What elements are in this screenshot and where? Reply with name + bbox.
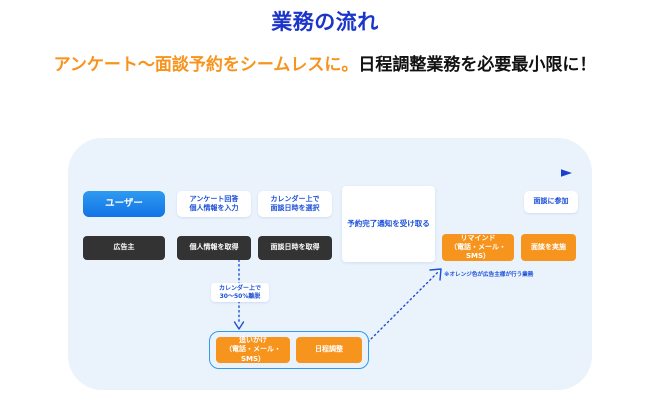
flow-direction-arrow (180, 169, 572, 177)
line1: カレンダー上で (270, 194, 320, 203)
step-remind[interactable]: リマインド （電話・メール・SMS） (442, 234, 514, 261)
step-conduct-interview[interactable]: 面談を実施 (521, 234, 576, 261)
actor-advertiser-box[interactable]: 広告主 (83, 236, 165, 260)
dropoff-rate-tag: カレンダー上で 30〜50%離脱 (211, 283, 269, 302)
line1: カレンダー上で (218, 284, 261, 292)
step-calendar-select-label: カレンダー上で 面談日時を選択 (271, 195, 320, 213)
subtitle-highlight: アンケート〜面談予約をシームレスに。 (53, 55, 359, 75)
orange-legend-note: ※オレンジ色が広告主様が行う業務 (444, 272, 534, 278)
page-title: 業務の流れ (271, 10, 379, 34)
line1: リマインド (460, 233, 496, 242)
line2: 30〜50%離脱 (219, 292, 261, 300)
step-schedule-adjustment[interactable]: 日程調整 (296, 337, 362, 363)
step-remind-label: リマインド （電話・メール・SMS） (442, 234, 514, 262)
line2: 個人情報を入力 (189, 204, 239, 212)
step-followup[interactable]: 追いかけ （電話・メール・SMS） (216, 336, 290, 364)
line2: 面談日時を選択 (270, 204, 320, 212)
actor-user-box[interactable]: ユーザー (83, 191, 165, 217)
line2: （電話・メール・SMS） (225, 345, 281, 363)
step-get-personal-info[interactable]: 個人情報を取得 (177, 236, 251, 260)
followup-to-remind-connector-arrow (367, 268, 442, 343)
subtitle-rest: 日程調整業務を必要最小限に！ (358, 55, 597, 75)
dropoff-rate-tag-label: カレンダー上で 30〜50%離脱 (219, 285, 261, 301)
line1: 追いかけ (239, 336, 267, 345)
line2: （電話・メール・SMS） (450, 242, 506, 261)
page-subtitle: アンケート〜面談予約をシームレスに。日程調整業務を必要最小限に！ (0, 50, 650, 75)
step-booking-notification[interactable]: 予約完了通知を受け取る (342, 186, 435, 262)
step-survey-input[interactable]: アンケート回答 個人情報を入力 (177, 191, 251, 217)
step-survey-input-label: アンケート回答 個人情報を入力 (190, 195, 239, 213)
step-get-interview-datetime[interactable]: 面談日時を取得 (258, 236, 332, 260)
step-calendar-select[interactable]: カレンダー上で 面談日時を選択 (258, 191, 332, 217)
line1: アンケート回答 (189, 194, 239, 203)
step-followup-label: 追いかけ （電話・メール・SMS） (216, 336, 290, 364)
step-join-interview[interactable]: 面談に参加 (524, 191, 578, 213)
